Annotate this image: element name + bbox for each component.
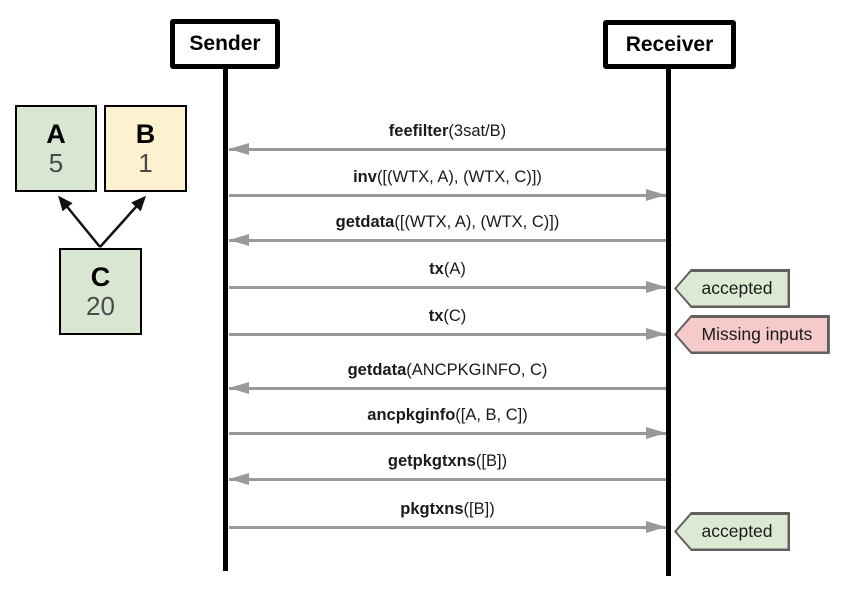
message-label: getdata([(WTX, A), (WTX, C)]): [335, 213, 560, 231]
sender-lifeline: [223, 67, 228, 571]
message-label: inv([(WTX, A), (WTX, C)]): [353, 168, 542, 186]
message-label: pkgtxns([B]): [400, 500, 495, 518]
message-label: tx(C): [428, 307, 467, 325]
dependency-arrow-c-to-a: [58, 195, 101, 248]
message-feefilter: feefilter(3sat/B): [229, 122, 666, 154]
tx-node-b: B 1: [104, 105, 187, 192]
message-tx-c: tx(C): [229, 307, 666, 339]
message-arrow-left: [229, 478, 666, 481]
tx-node-a: A 5: [15, 105, 97, 192]
tx-node-label: C: [90, 261, 111, 292]
message-arrow-left: [229, 387, 666, 390]
status-badge-label: accepted: [676, 271, 788, 306]
actor-receiver-label: Receiver: [625, 32, 714, 56]
message-arrow-right: [229, 526, 666, 529]
message-getdata-wtx: getdata([(WTX, A), (WTX, C)]): [229, 213, 666, 245]
message-getpkgtxns: getpkgtxns([B]): [229, 452, 666, 484]
tx-node-label: B: [135, 118, 156, 149]
message-arrow-left: [229, 148, 666, 151]
message-label: feefilter(3sat/B): [388, 122, 507, 140]
tx-node-c: C 20: [59, 248, 142, 335]
message-ancpkginfo: ancpkginfo([A, B, C]): [229, 406, 666, 438]
status-badge-accepted-tx-a: accepted: [674, 269, 791, 308]
message-arrow-right: [229, 333, 666, 336]
message-label: getpkgtxns([B]): [387, 452, 508, 470]
status-badge-label: Missing inputs: [676, 317, 828, 352]
status-badge-missing-inputs-tx-c: Missing inputs: [674, 315, 830, 354]
message-tx-a: tx(A): [229, 260, 666, 292]
tx-node-fee: 5: [48, 148, 64, 179]
tx-node-fee: 20: [86, 291, 115, 322]
dependency-arrow-c-to-b: [99, 195, 147, 248]
message-pkgtxns: pkgtxns([B]): [229, 500, 666, 532]
tx-node-label: A: [46, 118, 66, 149]
message-label: tx(A): [429, 260, 466, 278]
actor-sender-label: Sender: [189, 32, 261, 55]
tx-node-fee: 1: [138, 148, 153, 179]
message-label: getdata(ANCPKGINFO, C): [347, 361, 548, 379]
message-inv: inv([(WTX, A), (WTX, C)]): [229, 168, 666, 200]
actor-sender: Sender: [170, 19, 280, 69]
dependency-edges: [58, 195, 147, 248]
message-label: ancpkginfo([A, B, C]): [367, 406, 528, 424]
status-badge-label: accepted: [676, 514, 788, 549]
message-arrow-right: [229, 286, 666, 289]
status-badge-accepted-pkgtxns: accepted: [674, 512, 791, 551]
message-arrow-left: [229, 239, 666, 242]
message-getdata-ancpkginfo: getdata(ANCPKGINFO, C): [229, 361, 666, 393]
message-arrow-right: [229, 432, 666, 435]
actor-receiver: Receiver: [603, 20, 736, 69]
receiver-lifeline: [666, 67, 671, 576]
message-arrow-right: [229, 194, 666, 197]
